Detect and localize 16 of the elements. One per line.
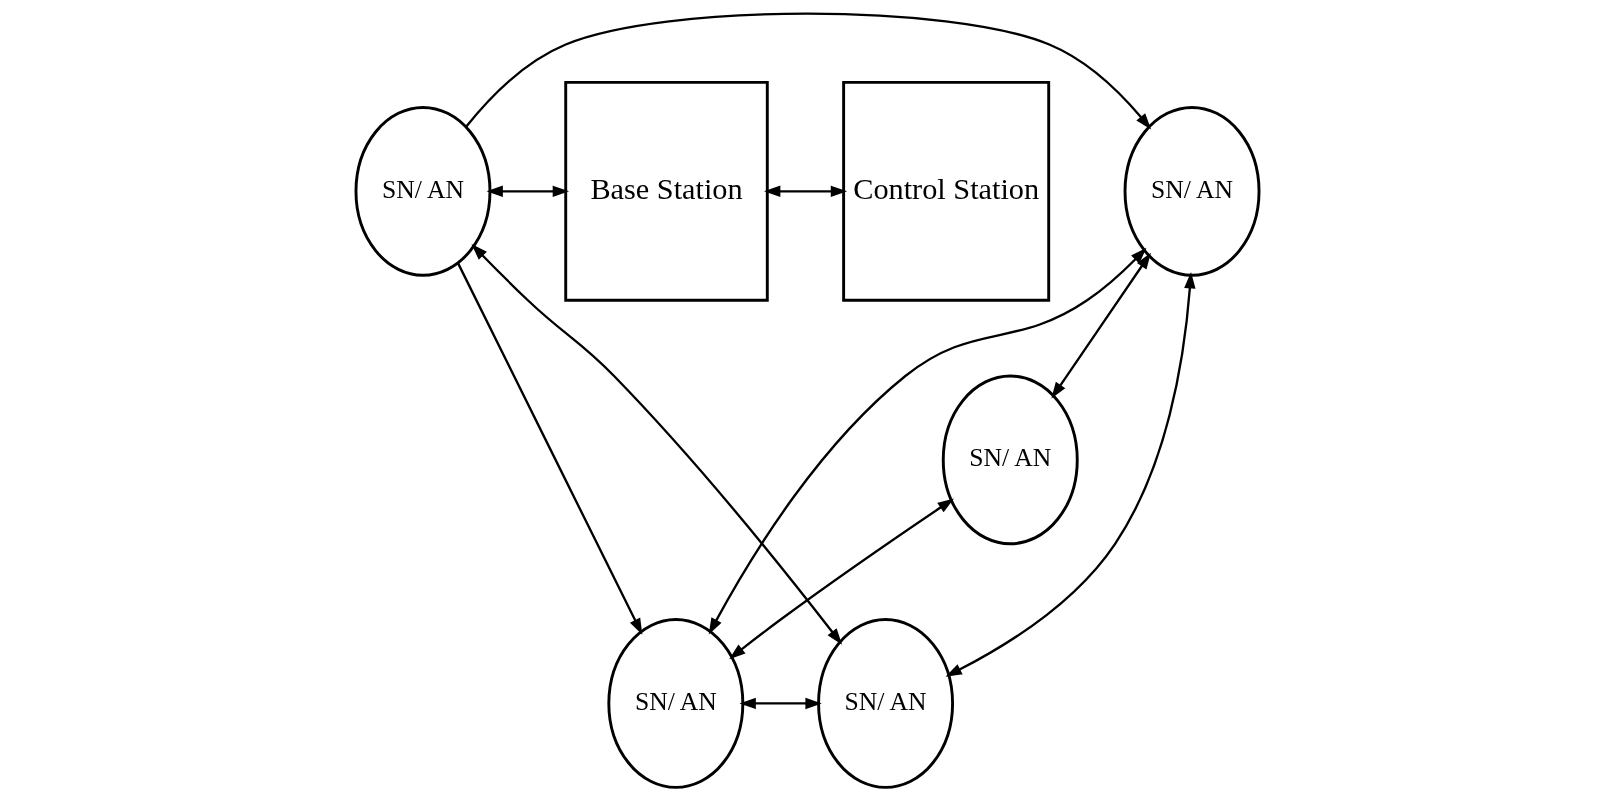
node-ellipse: SN/ AN (941, 374, 1079, 545)
arrow (464, 12, 1151, 129)
arrow (470, 243, 842, 645)
arrow (456, 262, 642, 635)
arrow (486, 185, 569, 197)
arrow (763, 185, 847, 197)
arrow (728, 498, 954, 659)
arrow (1050, 252, 1151, 399)
node-ellipse: SN/ AN (354, 105, 491, 277)
arrow (708, 247, 1147, 634)
node-ellipse: SN/ AN (1123, 105, 1260, 277)
node-box: Control Station (841, 80, 1050, 302)
arrow (739, 697, 822, 709)
arrow (945, 271, 1196, 677)
node-box: Base Station (563, 80, 769, 302)
node-ellipse: SN/ AN (816, 617, 954, 789)
